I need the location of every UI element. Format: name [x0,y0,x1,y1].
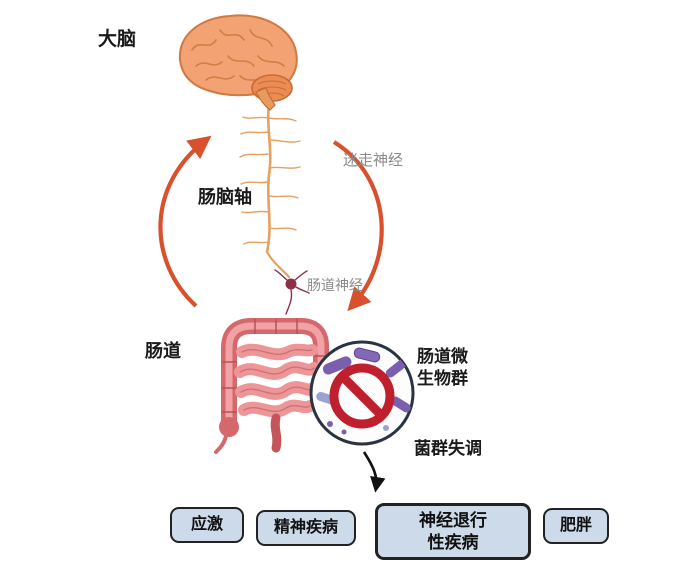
outcome-label: 肥胖 [559,517,592,534]
outcome-box-stress: 应激 [170,507,244,543]
outcome-label: 应激 [190,516,223,533]
dysbiosis-label: 菌群失调 [414,439,482,458]
microbiota-circle [309,340,415,446]
outcome-label: 精神疾病 [273,519,338,536]
intestine-illustration [214,318,329,454]
vagus-nerve-illustration [239,101,301,279]
cycle-arrow-left [158,135,212,308]
microbe-icons [316,347,411,435]
vagus-nerve-label: 迷走神经 [343,152,404,169]
enteric-neuron-illustration [274,269,310,315]
gut-microbiota-label: 肠道微 生物群 [417,347,468,389]
gut-brain-axis-label: 肠脑轴 [198,187,252,207]
cycle-arrow-right [332,140,384,312]
dysbiosis-arrow [362,451,386,493]
outcome-box-obesity: 肥胖 [543,508,609,544]
outcome-box-mental-illness: 精神疾病 [256,510,356,546]
prohibition-icon [329,363,395,429]
brain-label: 大脑 [98,29,137,50]
enteric-nerve-label: 肠道神经 [307,277,363,293]
outcome-box-neurodegenerative-disease: 神经退行 性疾病 [375,503,531,560]
brain-illustration [178,14,298,111]
gut-label: 肠道 [145,341,181,361]
outcome-label: 神经退行 性疾病 [419,511,487,552]
